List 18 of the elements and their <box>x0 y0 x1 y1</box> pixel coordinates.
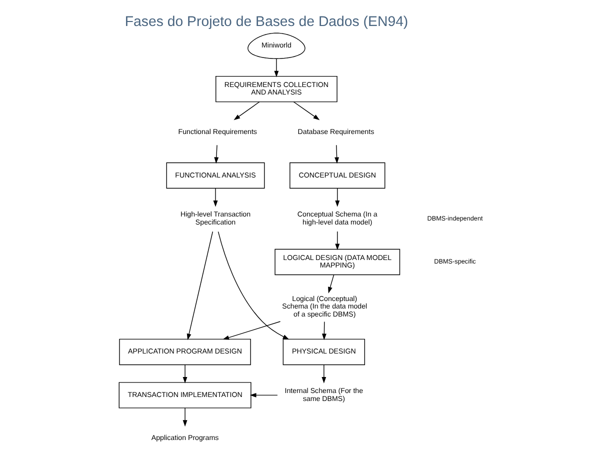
diagram-title: Fases do Projeto de Bases de Dados (EN94) <box>124 14 408 30</box>
arrow <box>328 274 334 293</box>
arrow <box>186 230 213 340</box>
arrow <box>249 392 278 397</box>
arrow <box>182 364 187 383</box>
arrow <box>233 101 260 120</box>
arrow <box>321 320 326 340</box>
arrow <box>292 101 320 120</box>
arrow <box>274 58 278 77</box>
arrow <box>334 144 339 164</box>
arrow <box>334 230 340 250</box>
arrow <box>217 230 289 340</box>
arrow <box>334 187 340 206</box>
arrow <box>321 364 326 383</box>
arrow <box>212 187 218 206</box>
arrow <box>222 320 280 340</box>
arrow <box>214 144 218 164</box>
arrow <box>182 407 187 426</box>
